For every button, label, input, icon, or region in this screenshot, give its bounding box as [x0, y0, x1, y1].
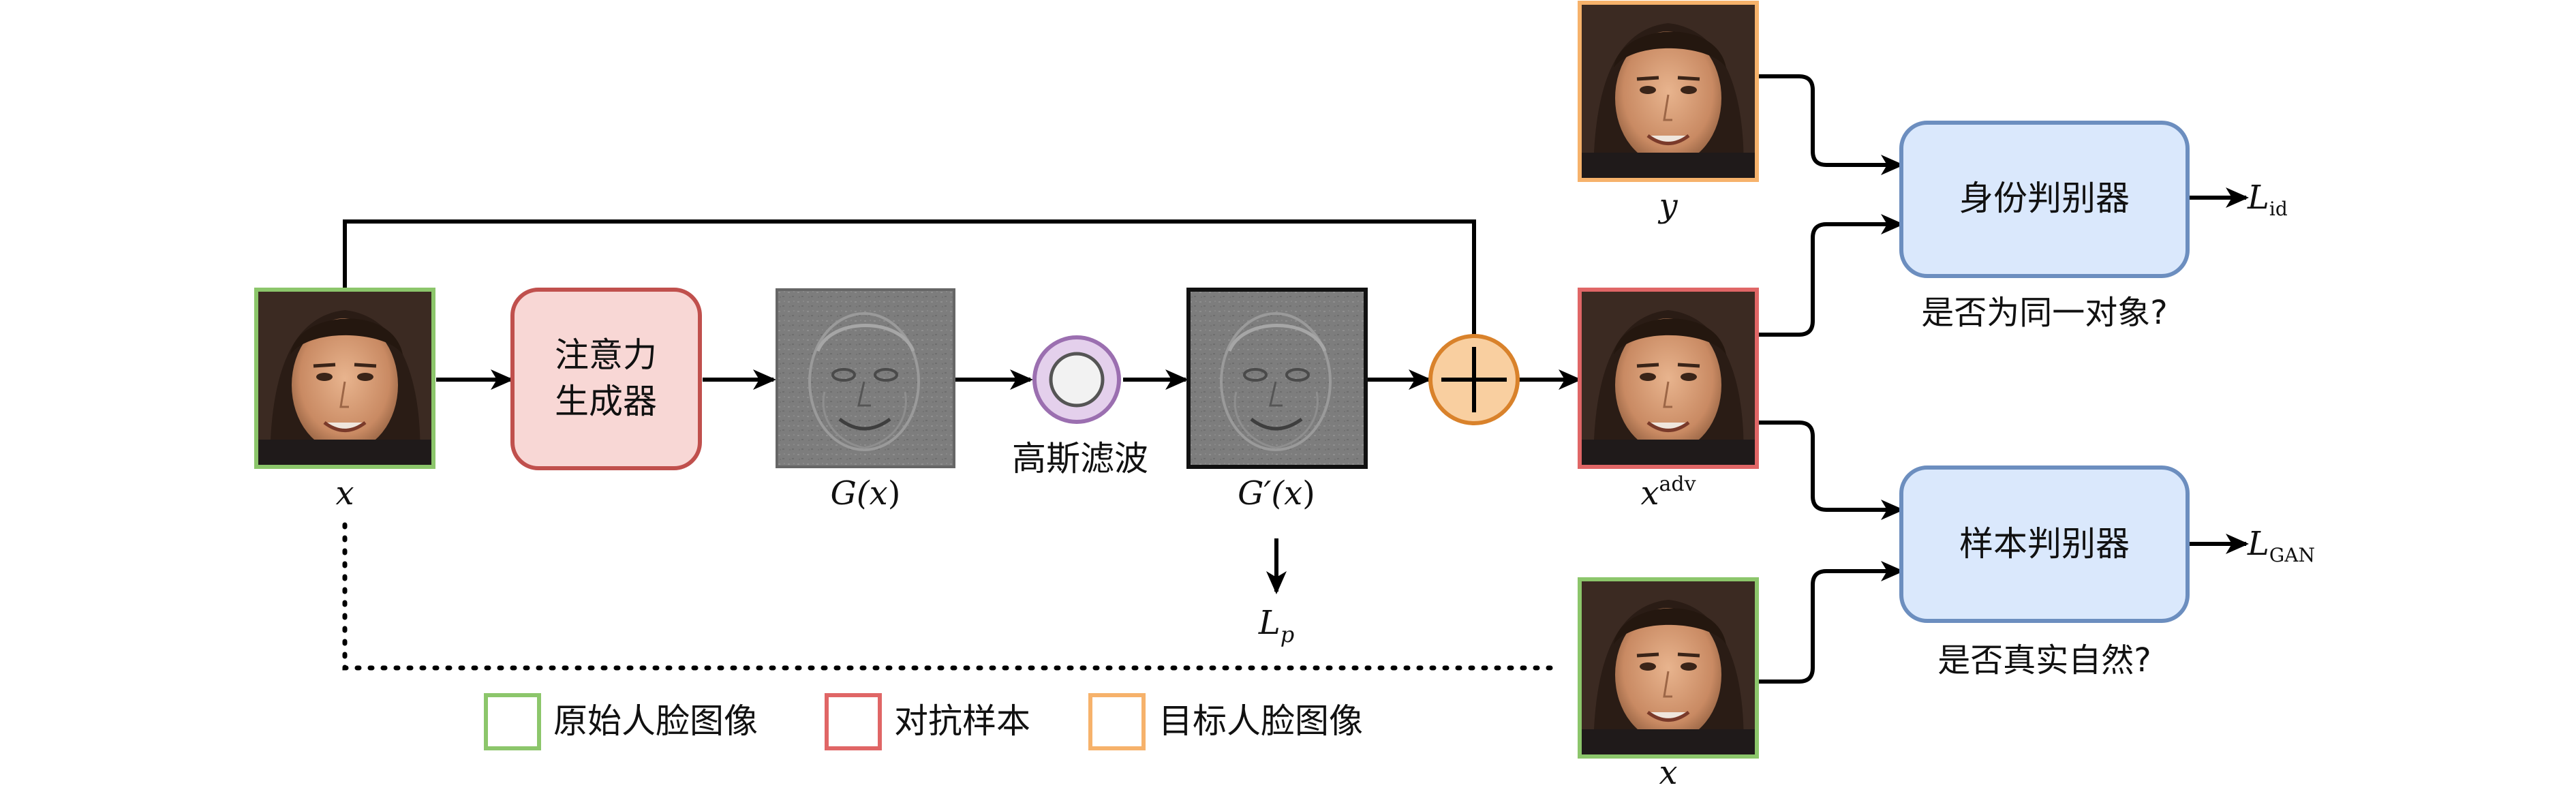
identity-question: 是否为同一对象? — [1921, 294, 2167, 332]
sample-discriminator-node: 样本判别器 — [1899, 465, 2190, 623]
arrow-xadv-to-sample-disc — [1757, 421, 1904, 520]
label-lgan: LGAN — [2247, 525, 2315, 566]
arrow-real-to-sample-disc — [1757, 561, 1904, 684]
input-face-image — [254, 288, 435, 469]
generator-label-line1: 注意力 — [555, 335, 657, 375]
legend-item-original: 原始人脸图像 — [484, 693, 758, 750]
dotted-connection — [342, 522, 1563, 671]
gaussian-filter-label: 高斯滤波 — [1012, 439, 1148, 478]
gaussian-filter-node — [1032, 335, 1121, 424]
label-y: y — [1657, 187, 1678, 225]
label-xadv: xadv — [1640, 472, 1696, 513]
identity-discriminator-node: 身份判别器 — [1899, 121, 2190, 278]
real-face-image — [1578, 577, 1759, 759]
connections — [343, 74, 2249, 684]
label-gprime-x: G′(x) — [1238, 474, 1315, 513]
adversarial-face-image — [1578, 288, 1759, 469]
skip-connection — [343, 219, 1476, 335]
perturbation-image-gx — [777, 290, 954, 467]
sample-discriminator-label: 样本判别器 — [1959, 524, 2130, 564]
identity-discriminator-label: 身份判别器 — [1959, 179, 2130, 218]
legend-item-target: 目标人脸图像 — [1088, 693, 1363, 750]
attention-generator-node: 注意力 生成器 — [510, 288, 702, 470]
arrow-y-to-id-disc — [1757, 74, 1904, 175]
label-x-input: x — [335, 474, 354, 513]
realism-question: 是否真实自然? — [1937, 641, 2151, 680]
perturbation-image-gprime — [1186, 288, 1368, 469]
target-face-image — [1578, 1, 1759, 182]
legend-label-original: 原始人脸图像 — [553, 701, 758, 741]
legend-label-target: 目标人脸图像 — [1159, 701, 1363, 741]
legend-item-adversarial: 对抗样本 — [825, 693, 1030, 750]
label-lp: Lp — [1258, 604, 1294, 647]
sum-node — [1428, 334, 1520, 425]
label-x-real: x — [1659, 754, 1677, 792]
legend-label-adversarial: 对抗样本 — [894, 701, 1030, 741]
label-gx: G(x) — [831, 474, 901, 513]
generator-label-line2: 生成器 — [555, 382, 657, 421]
label-lid: Lid — [2247, 179, 2288, 220]
arrow-xadv-to-id-disc — [1757, 214, 1904, 337]
legend: 原始人脸图像 对抗样本 目标人脸图像 — [484, 693, 1363, 750]
